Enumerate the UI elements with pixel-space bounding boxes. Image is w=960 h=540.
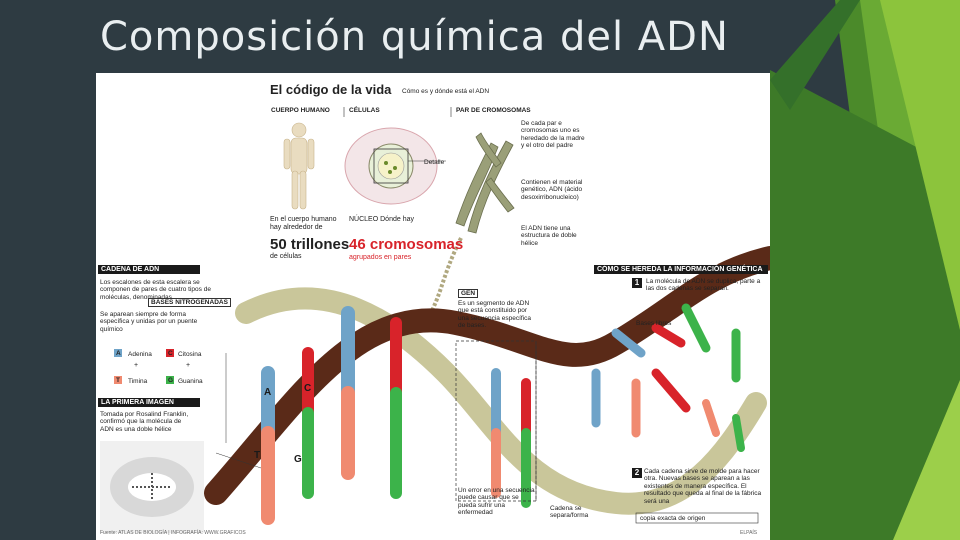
helix-letter-c: C: [304, 383, 312, 394]
inheritance-bar: CÓMO SE HEREDA LA INFORMACIÓN GENÉTICA: [594, 265, 768, 274]
thymine-code: T: [116, 377, 120, 384]
green-shape-edge: [770, 0, 860, 110]
first-image-bar: LA PRIMERA IMAGEN: [98, 398, 200, 407]
chromosome-pair: [455, 132, 515, 234]
green-shape-corner: [893, 380, 960, 540]
legend-cytosine-swatch: [166, 349, 174, 357]
gene-label: GEN: [458, 289, 479, 298]
legend-adenine-swatch: [114, 349, 122, 357]
chromosome-pairs-text: agrupados en pares: [349, 254, 412, 261]
cytosine-code: C: [168, 350, 173, 357]
step-2-result-box: copia exacta de origen: [640, 515, 706, 522]
guanine-code: G: [168, 377, 174, 384]
cytosine-name: Citosina: [178, 351, 202, 358]
infographic-artwork: [100, 107, 770, 533]
green-shape-lower: [770, 70, 960, 540]
plus-sign-a-t: +: [134, 362, 139, 369]
chain-separation-label: Cadena se separa/forma: [550, 505, 589, 520]
green-shape-light: [880, 0, 960, 330]
adenine-code: A: [116, 350, 121, 357]
chromosome-note: Contienen el material genético, ADN (áci…: [521, 179, 583, 201]
step-1-number: 1: [632, 278, 642, 288]
human-body-figure: [283, 122, 315, 210]
cell-illustration: [344, 127, 446, 205]
base-pair-rungs: [261, 303, 745, 525]
column-header-cells: CÉLULAS: [349, 107, 380, 114]
column-header-human: CUERPO HUMANO: [271, 107, 330, 114]
free-bases-label: Bases libres: [636, 320, 672, 327]
pair-note: De cada par e cromosomas uno es heredado…: [521, 120, 585, 150]
pairing-text: Se aparean siempre de forma específica y…: [100, 311, 198, 333]
slide-title: Composición química del ADN: [100, 14, 729, 60]
dna-chain-text: Los escalones de esta escalera se compon…: [100, 279, 211, 301]
column-header-pair: PAR DE CROMOSOMAS: [456, 107, 531, 114]
legend-thymine-swatch: [114, 376, 122, 384]
dna-chain-bar: CADENA DE ADN: [98, 265, 200, 274]
thymine-name: Timina: [128, 378, 148, 385]
plus-sign-c-g: +: [186, 362, 191, 369]
helix-letter-t: T: [254, 450, 261, 461]
nucleus-text: NÚCLEO Dónde hay: [349, 216, 414, 223]
human-cells-unit: de células: [270, 253, 302, 260]
detail-label: Detalle: [424, 159, 445, 166]
helix-letter-g: G: [294, 454, 302, 465]
first-image-text: Tomada por Rosalind Franklin, confirmó q…: [100, 411, 189, 433]
human-cells-count: 50 trillones: [270, 236, 350, 253]
source-credit: Fuente: ATLAS DE BIOLOGÍA | INFOGRAFÍA: …: [100, 530, 246, 536]
author-credit: ELPAÍS: [740, 530, 758, 536]
dna-infographic: El código de la vida Cómo es y dónde est…: [96, 73, 770, 540]
bases-label: BASES NITROGENADAS: [148, 298, 231, 307]
xray-diffraction-image: [100, 441, 204, 533]
guanine-name: Guanina: [178, 378, 203, 385]
adenine-name: Adenina: [128, 351, 152, 358]
infographic-heading: El código de la vida: [270, 82, 392, 97]
adn-structure-note: El ADN tiene una estructura de doble hél…: [521, 225, 577, 247]
gene-text: Es un segmento de ADN que está constitui…: [458, 300, 531, 330]
helix-backbone-beige: [235, 287, 767, 515]
step-1-text: La molécula de ADN se duplica, parte a l…: [646, 278, 761, 293]
step-2-text: Cada cadena sirve de molde para hacer ot…: [644, 468, 762, 505]
human-cells-text: En el cuerpo humano hay alrededor de: [270, 216, 337, 232]
helix-letter-a: A: [264, 387, 272, 398]
gene-error-text: Un error en una secuencia puede causar q…: [458, 487, 535, 517]
chromosome-count: 46 cromosomas: [349, 236, 464, 253]
step-2-number: 2: [632, 468, 642, 478]
infographic-subheading: Cómo es y dónde está el ADN: [402, 88, 490, 95]
legend-guanine-swatch: [166, 376, 174, 384]
